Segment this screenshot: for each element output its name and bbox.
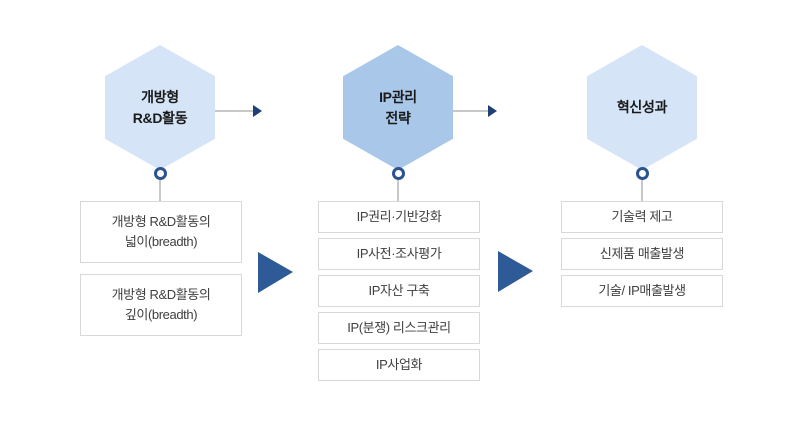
box-label-line: 기술력 제고 — [611, 209, 673, 224]
connector-dot-icon — [636, 167, 649, 180]
hexagon-label-line: 혁신성과 — [616, 99, 668, 115]
connector-dot-icon — [154, 167, 167, 180]
item-box-rnd-breadth: 개방형 R&D활동의 넓이(breadth) — [80, 201, 242, 263]
box-label-line: IP(분쟁) 리스크관리 — [347, 320, 451, 335]
item-box-new-product-sales: 신제품 매출발생 — [561, 238, 723, 270]
box-label-line: 개방형 R&D활동의 — [111, 214, 211, 229]
item-box-ip-dispute-risk: IP(분쟁) 리스크관리 — [318, 312, 480, 344]
item-box-tech-capability: 기술력 제고 — [561, 201, 723, 233]
item-box-ip-asset-build: IP자산 구축 — [318, 275, 480, 307]
hexagon-innovation-performance: 혁신성과 — [587, 45, 697, 170]
hexagon-open-rnd-activity: 개방형 R&D활동 — [105, 45, 215, 170]
hexagon-label-line: IP관리 — [379, 88, 417, 105]
flow-arrow-right-icon — [498, 251, 533, 292]
hexagon-label-line: 개방형 — [141, 88, 179, 105]
connector-stem-line — [159, 180, 161, 201]
box-label-line: IP권리·기반강화 — [356, 209, 442, 224]
hexagon-ip-management-strategy: IP관리 전략 — [343, 45, 453, 170]
box-label-line: IP자산 구축 — [368, 283, 430, 298]
connector-stem-line — [641, 180, 643, 201]
arrowhead-right-icon — [488, 105, 497, 117]
item-box-ip-rights: IP권리·기반강화 — [318, 201, 480, 233]
hexagon-label-line: 전략 — [385, 109, 411, 126]
box-label-line: 신제품 매출발생 — [599, 246, 685, 261]
connector-stem-line — [397, 180, 399, 201]
item-box-ip-pre-evaluation: IP사전·조사평가 — [318, 238, 480, 270]
box-label-line: 개방형 R&D활동의 — [111, 287, 211, 302]
item-box-tech-ip-sales: 기술/ IP매출발생 — [561, 275, 723, 307]
flow-arrow-right-icon — [258, 252, 293, 293]
connector-dot-icon — [392, 167, 405, 180]
arrowhead-right-icon — [253, 105, 262, 117]
box-label-line: IP사업화 — [375, 357, 423, 372]
box-label-line: 기술/ IP매출발생 — [598, 283, 686, 298]
hexagon-label-line: R&D활동 — [132, 109, 188, 126]
box-label-line: 넓이(breadth) — [124, 234, 198, 249]
item-box-ip-commercialization: IP사업화 — [318, 349, 480, 381]
hex-connector-line — [215, 110, 253, 112]
box-label-line: IP사전·조사평가 — [356, 246, 442, 261]
box-label-line: 깊이(breadth) — [124, 307, 198, 322]
item-box-rnd-depth: 개방형 R&D활동의 깊이(breadth) — [80, 274, 242, 336]
hex-connector-line — [453, 110, 488, 112]
